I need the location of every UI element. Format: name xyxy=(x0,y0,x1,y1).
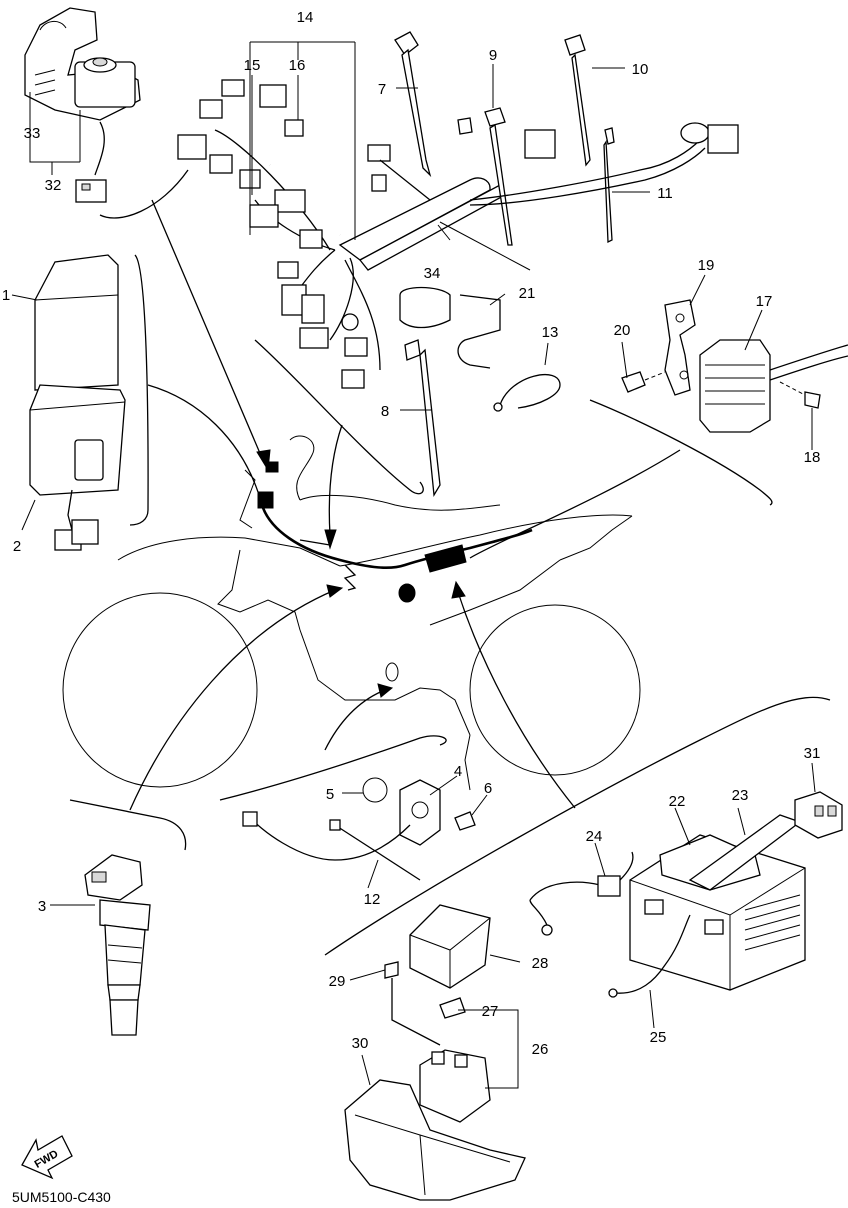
diagram-code: 5UM5100-C430 xyxy=(12,1189,111,1205)
callout-15: 15 xyxy=(244,57,261,74)
cdi-unit-assembly xyxy=(29,254,126,551)
frame-wiring-harness xyxy=(257,461,533,682)
callout-1: 1 xyxy=(2,287,10,304)
pointer-arrows xyxy=(129,199,681,811)
callout-25: 25 xyxy=(650,1029,667,1046)
callout-26: 26 xyxy=(532,1041,549,1058)
callout-21: 21 xyxy=(519,285,536,302)
forward-direction-arrow: FWD xyxy=(21,1135,73,1180)
callout-30: 30 xyxy=(352,1035,369,1052)
callout-20: 20 xyxy=(614,322,631,339)
sub-harness xyxy=(469,122,739,206)
callout-6: 6 xyxy=(484,780,492,797)
callout-8: 8 xyxy=(381,403,389,420)
callout-29: 29 xyxy=(329,973,346,990)
callout-33: 33 xyxy=(24,125,41,142)
motorcycle-outline xyxy=(62,435,641,791)
callout-14: 14 xyxy=(297,9,314,26)
callout-32: 32 xyxy=(45,177,62,194)
callout-2: 2 xyxy=(13,538,21,555)
main-wiring-harness xyxy=(177,79,491,389)
callout-labels: 14 15 16 7 9 10 11 33 32 1 2 34 21 13 8 … xyxy=(2,9,821,1058)
ignition-coil xyxy=(84,854,151,1036)
callout-12: 12 xyxy=(364,891,381,908)
callout-5: 5 xyxy=(326,786,334,803)
callout-9: 9 xyxy=(489,47,497,64)
callout-11: 11 xyxy=(657,185,673,202)
battery-assembly xyxy=(529,791,843,998)
callout-13: 13 xyxy=(542,324,559,341)
harness-clamp-21 xyxy=(399,286,501,369)
group-boundaries xyxy=(69,169,831,956)
callout-24: 24 xyxy=(586,828,603,845)
callout-31: 31 xyxy=(804,745,821,762)
callout-22: 22 xyxy=(669,793,686,810)
neutral-switch-assembly xyxy=(242,777,476,881)
callout-10: 10 xyxy=(632,61,649,78)
relay-bracket-assembly xyxy=(24,7,141,203)
callout-19: 19 xyxy=(698,257,715,274)
callout-27: 27 xyxy=(482,1003,499,1020)
cable-band-8 xyxy=(404,339,441,498)
cable-ties xyxy=(394,31,615,246)
callout-leaders xyxy=(11,41,816,1089)
callout-7: 7 xyxy=(378,81,386,98)
lead-wire-13 xyxy=(493,373,561,412)
callout-17: 17 xyxy=(756,293,773,310)
callout-23: 23 xyxy=(732,787,749,804)
callout-4: 4 xyxy=(454,763,462,780)
callout-18: 18 xyxy=(804,449,821,466)
callout-3: 3 xyxy=(38,898,46,915)
callout-34: 34 xyxy=(424,265,441,282)
callout-16: 16 xyxy=(289,57,306,74)
rectifier-regulator-assembly xyxy=(621,299,848,433)
callout-28: 28 xyxy=(532,955,549,972)
starter-relay-assembly xyxy=(344,904,526,1201)
